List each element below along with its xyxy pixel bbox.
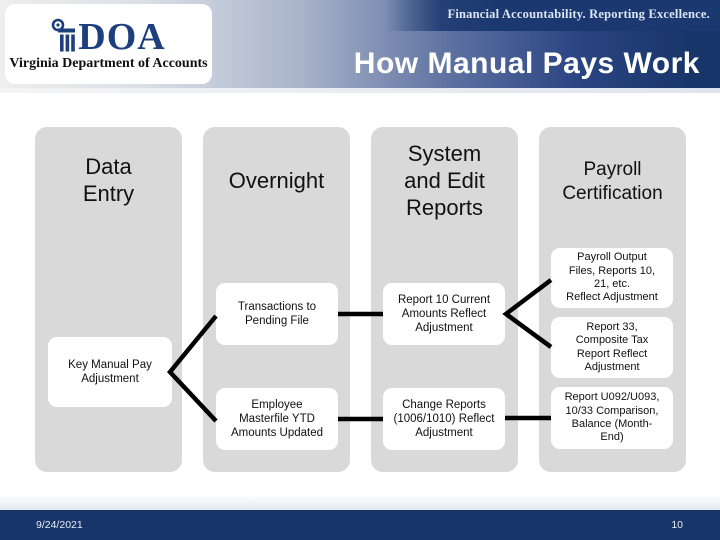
- flow-box-report-10-current-amounts: Report 10 Current Amounts Reflect Adjust…: [383, 283, 505, 345]
- flow-box-change-reports: Change Reports (1006/1010) Reflect Adjus…: [383, 388, 505, 450]
- column-label: Overnight: [228, 168, 325, 193]
- flow-box-employee-masterfile-ytd: Employee Masterfile YTD Amounts Updated: [216, 388, 338, 450]
- footer-gradient-strip: [0, 494, 720, 510]
- doa-logo: DOA Virginia Department of Accounts: [5, 4, 212, 84]
- doa-logo-row: DOA: [51, 16, 166, 59]
- flow-box-transactions-to-pending-file: Transactions to Pending File: [216, 283, 338, 345]
- header-divider-strip: [0, 88, 720, 93]
- footer-page-number: 10: [671, 519, 683, 531]
- slide-title: How Manual Pays Work: [353, 47, 700, 80]
- column-data-entry: Data Entry: [35, 127, 182, 472]
- doa-acronym: DOA: [78, 16, 166, 59]
- footer-bar: [0, 510, 720, 540]
- doa-column-icon: [51, 18, 76, 51]
- flow-box-report-33-composite-tax: Report 33, Composite Tax Report Reflect …: [551, 317, 673, 378]
- flow-box-payroll-output-files: Payroll Output Files, Reports 10, 21, et…: [551, 248, 673, 308]
- organization-name: Virginia Department of Accounts: [9, 55, 208, 71]
- flow-box-report-u092-u093: Report U092/U093, 10/33 Comparison, Bala…: [551, 387, 673, 449]
- column-label: Payroll Certification: [562, 159, 663, 204]
- header-top-band: [385, 0, 720, 31]
- motto-text: Financial Accountability. Reporting Exce…: [447, 7, 710, 21]
- footer-date: 9/24/2021: [36, 519, 83, 531]
- header-banner: Financial Accountability. Reporting Exce…: [0, 0, 720, 88]
- column-label: Data Entry: [82, 154, 135, 206]
- flow-box-key-manual-pay-adjustment: Key Manual Pay Adjustment: [48, 337, 172, 407]
- column-label: System and Edit Reports: [404, 141, 485, 220]
